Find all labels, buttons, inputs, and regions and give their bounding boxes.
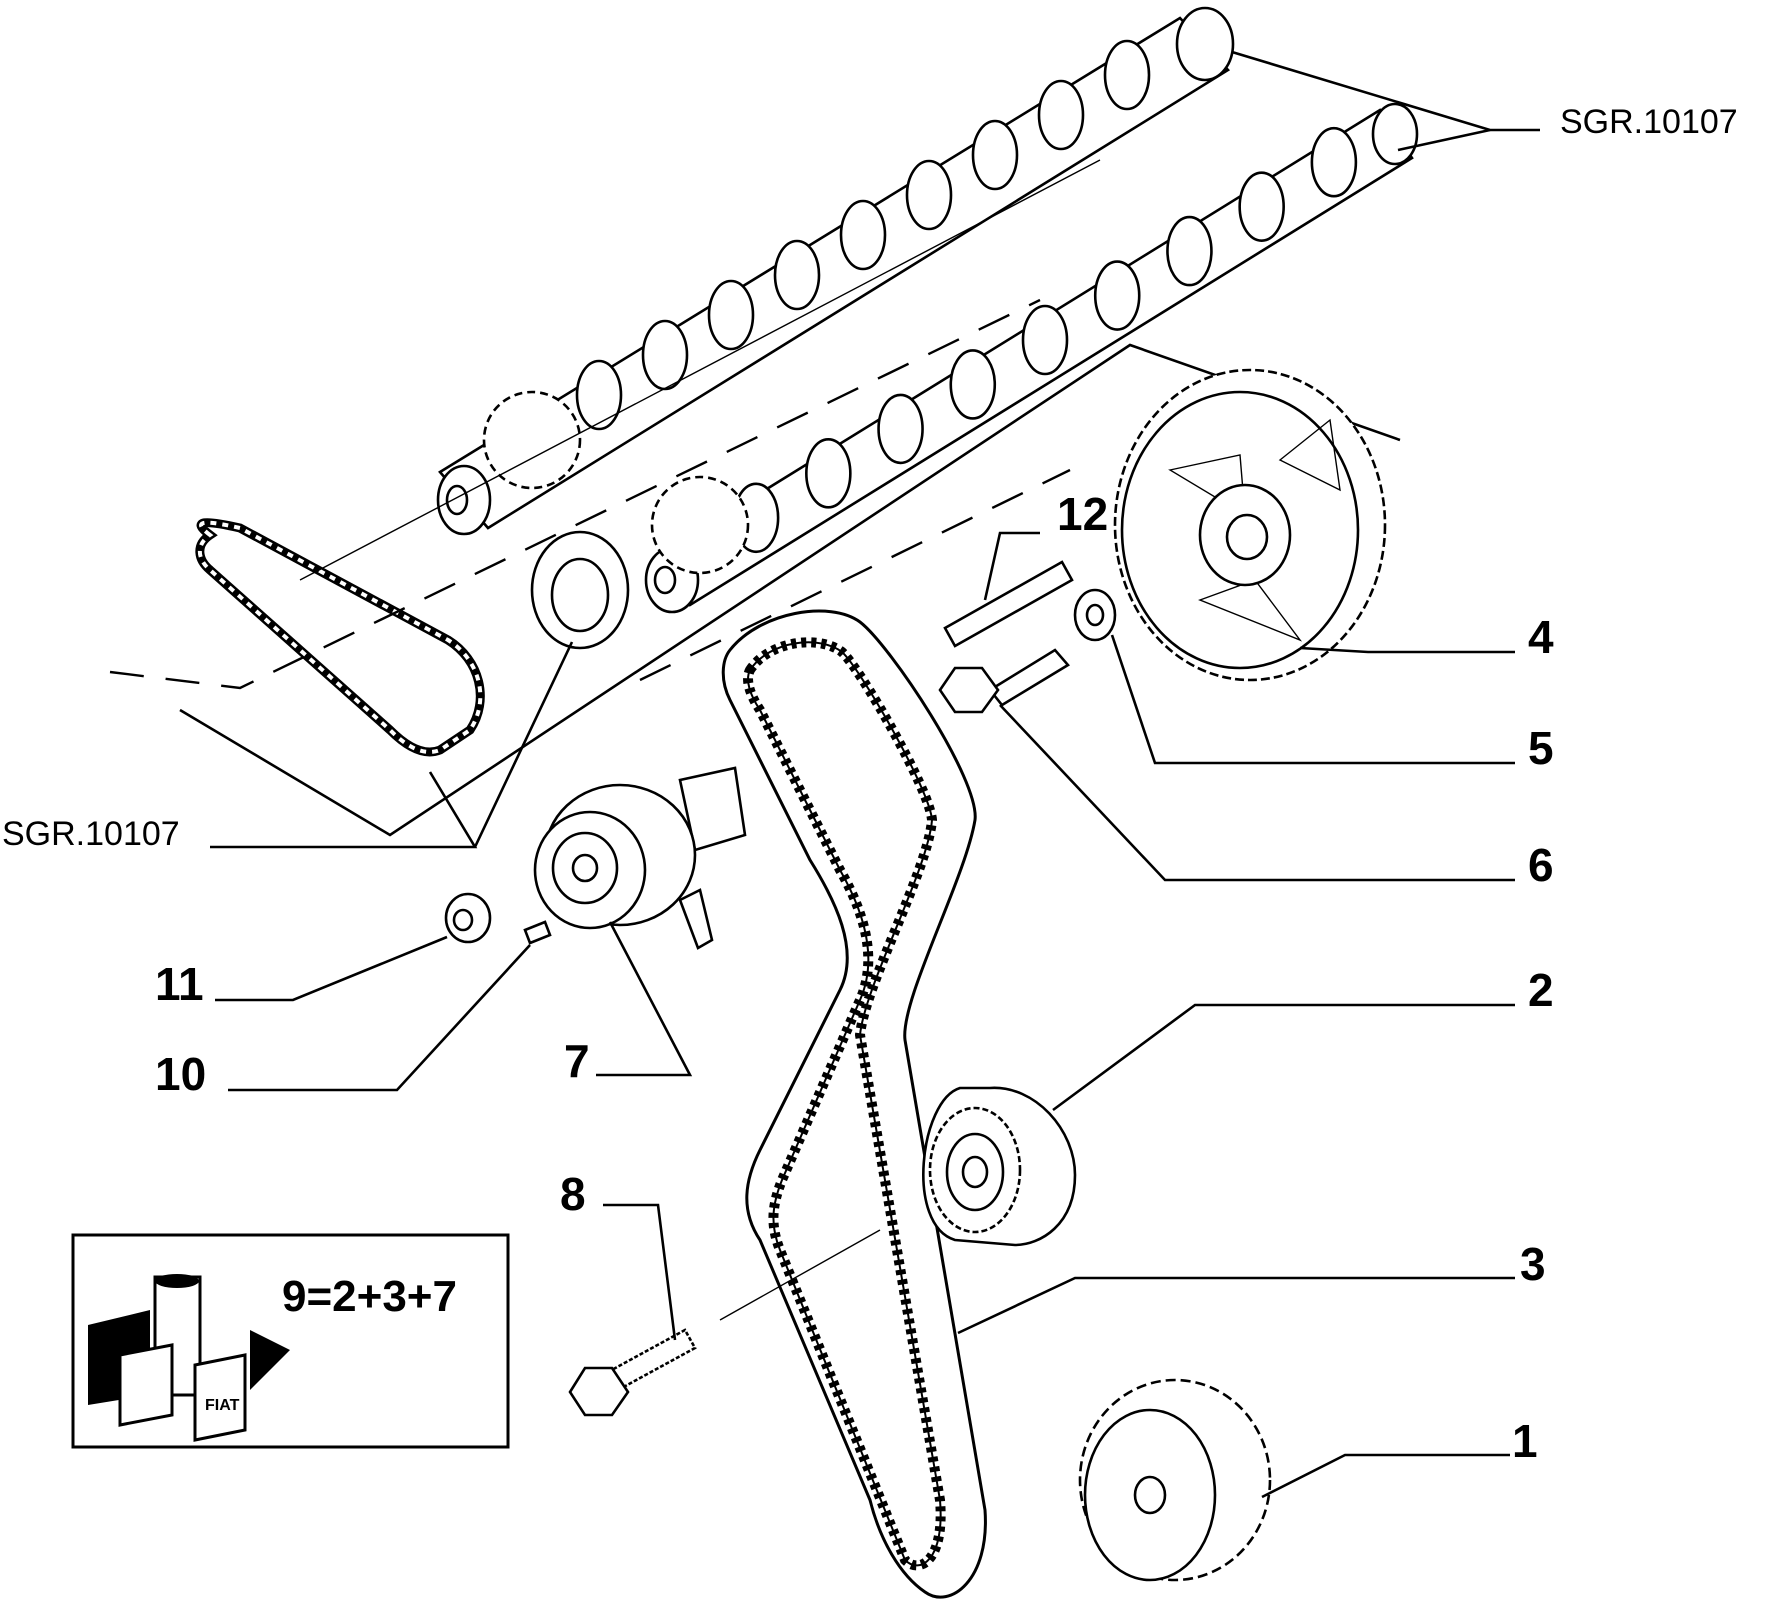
callout-6: 6 bbox=[1528, 839, 1554, 891]
key bbox=[523, 920, 552, 945]
cam-lobe bbox=[641, 319, 689, 391]
cam-lobe bbox=[905, 159, 953, 231]
idler-pulley bbox=[922, 1086, 1077, 1247]
leader-line bbox=[215, 935, 448, 1002]
stud bbox=[943, 560, 1074, 648]
cam-sprocket-lower bbox=[650, 475, 750, 575]
pulley-bolt bbox=[938, 648, 1070, 714]
kit-formula: 9=2+3+7 bbox=[282, 1272, 457, 1321]
leader-line bbox=[210, 641, 574, 849]
cam-sprocket-upper bbox=[482, 390, 582, 490]
leader-line bbox=[603, 1203, 677, 1341]
cam-lobe bbox=[1310, 126, 1358, 198]
leader-line bbox=[228, 944, 531, 1092]
cam-lobe bbox=[1166, 215, 1213, 287]
cam-lobe bbox=[805, 438, 852, 509]
leader-line bbox=[1397, 128, 1491, 152]
nut bbox=[444, 892, 492, 944]
leader-line bbox=[1110, 634, 1515, 765]
camshaft-pulley bbox=[1113, 368, 1387, 682]
callout-4: 4 bbox=[1528, 611, 1554, 663]
cam-lobe bbox=[773, 239, 821, 311]
callout-11: 11 bbox=[155, 958, 204, 1010]
callout-10: 10 bbox=[155, 1048, 206, 1100]
timing-chain bbox=[195, 518, 485, 757]
leader-line bbox=[596, 921, 693, 1077]
kit-box: FIAT 9=2+3+7 bbox=[71, 1233, 510, 1449]
reference-label-left: SGR.10107 bbox=[2, 815, 180, 853]
oil-seal bbox=[530, 530, 630, 650]
leader-line bbox=[1299, 646, 1515, 654]
callout-2: 2 bbox=[1528, 964, 1554, 1016]
cam-lobe bbox=[575, 359, 623, 431]
center-axis-dashed bbox=[109, 298, 1041, 690]
leader-line bbox=[983, 531, 1040, 601]
reference-label-top: SGR.10107 bbox=[1560, 103, 1738, 141]
leader-line bbox=[999, 704, 1515, 882]
cam-lobe bbox=[949, 349, 997, 420]
callout-7: 7 bbox=[564, 1035, 590, 1087]
center-axis-dashed bbox=[639, 468, 1071, 682]
leader-line bbox=[1052, 1003, 1515, 1112]
leader-line bbox=[957, 1276, 1515, 1335]
callout-3: 3 bbox=[1520, 1238, 1546, 1290]
tensioner-bolt bbox=[568, 1328, 697, 1417]
cam-lobe bbox=[1238, 171, 1285, 242]
axis-line bbox=[719, 1229, 881, 1321]
cam-lobe bbox=[707, 279, 755, 351]
axis-line bbox=[299, 159, 1101, 581]
callout-5: 5 bbox=[1528, 722, 1554, 774]
callout-8: 8 bbox=[560, 1168, 586, 1220]
cam-lobe bbox=[839, 199, 887, 271]
belt-tensioner bbox=[533, 766, 747, 950]
cam-lobe bbox=[877, 393, 924, 465]
callout-12: 12 bbox=[1057, 488, 1108, 540]
cam-lobe bbox=[1093, 260, 1141, 331]
cam-lobe bbox=[1037, 79, 1085, 151]
washer bbox=[1073, 588, 1117, 642]
leader-line bbox=[1261, 1453, 1510, 1499]
cam-lobe bbox=[1021, 304, 1069, 376]
camshaft-upper bbox=[436, 6, 1235, 536]
cam-lobe bbox=[971, 119, 1019, 191]
fiat-kit-logo: FIAT bbox=[88, 1274, 290, 1442]
logo-text: FIAT bbox=[205, 1397, 240, 1414]
timing-belt bbox=[721, 609, 987, 1599]
cam-lobe bbox=[1103, 39, 1151, 111]
crankshaft-gear bbox=[1078, 1378, 1272, 1582]
callout-1: 1 bbox=[1512, 1415, 1538, 1467]
camshaft-lower bbox=[644, 102, 1419, 614]
